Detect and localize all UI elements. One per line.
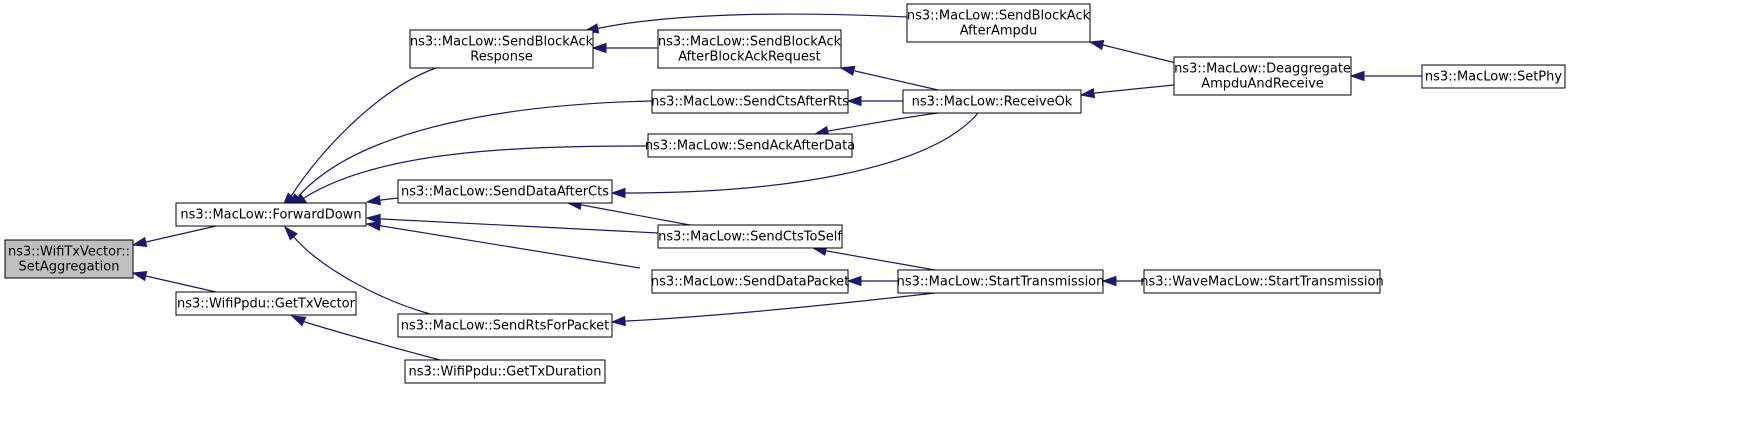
node-label: ns3::MacLow::StartTransmission bbox=[897, 275, 1105, 290]
node-label: AmpduAndReceive bbox=[1201, 77, 1324, 92]
node-label: ns3::MacLow::SendDataPacket bbox=[651, 275, 849, 290]
node-label: ns3::MacLow::SendBlockAck bbox=[658, 35, 842, 50]
node-label: ns3::MacLow::SendRtsForPacket bbox=[401, 319, 610, 334]
edge-n15-to-n12 bbox=[1102, 44, 1177, 64]
arrowhead bbox=[131, 270, 148, 282]
edge-n7-to-n1 bbox=[381, 218, 659, 234]
edge-n7-to-n6 bbox=[581, 204, 691, 226]
arrowhead bbox=[846, 95, 862, 107]
arrowhead bbox=[365, 220, 382, 231]
arrowhead bbox=[365, 194, 382, 206]
edge-n8-to-n1 bbox=[381, 225, 641, 269]
edge-n6-to-n1 bbox=[380, 197, 399, 201]
node-box[interactable] bbox=[651, 89, 849, 114]
arrowhead bbox=[610, 315, 626, 327]
node-maclow-sendackafterdata[interactable]: ns3::MacLow::SendAckAfterData bbox=[645, 133, 855, 158]
node-box[interactable] bbox=[657, 224, 843, 249]
arrowhead bbox=[1088, 39, 1105, 51]
node-box[interactable] bbox=[1173, 56, 1352, 96]
node-box[interactable] bbox=[175, 202, 367, 227]
node-maclow-receiveok[interactable]: ns3::MacLow::ReceiveOk bbox=[902, 89, 1082, 114]
node-box[interactable] bbox=[647, 133, 853, 158]
edge-n9-to-n1 bbox=[292, 235, 431, 315]
edge-n1-to-n0 bbox=[145, 225, 217, 243]
node-maclow-sendblockackafterblockackrequest[interactable]: ns3::MacLow::SendBlockAckAfterBlockAckRe… bbox=[657, 29, 842, 69]
node-label: ns3::MacLow::ForwardDown bbox=[180, 208, 361, 223]
node-label: ns3::MacLow::SendAckAfterData bbox=[645, 139, 855, 154]
edge-n14-to-n9 bbox=[626, 292, 936, 322]
node-maclow-senddatapacket[interactable]: ns3::MacLow::SendDataPacket bbox=[651, 269, 849, 294]
node-box[interactable] bbox=[906, 3, 1091, 43]
edge-n15-to-n13 bbox=[1094, 84, 1175, 94]
node-label: SetAggregation bbox=[19, 260, 120, 275]
node-box[interactable] bbox=[902, 89, 1082, 114]
arrowhead bbox=[365, 213, 381, 225]
node-maclow-setphy[interactable]: ns3::MacLow::SetPhy bbox=[1421, 64, 1566, 89]
arrowhead bbox=[591, 42, 607, 54]
node-label: ns3::MacLow::SendDataAfterCts bbox=[401, 185, 609, 200]
arrowhead bbox=[1349, 70, 1365, 82]
arrowhead bbox=[846, 275, 862, 287]
arrowhead bbox=[131, 236, 148, 248]
node-wifippdu-gettxvector[interactable]: ns3::WifiPpdu::GetTxVector bbox=[175, 291, 357, 316]
node-label: ns3::MacLow::SendCtsToSelf bbox=[658, 230, 842, 245]
edge-n12-to-n3 bbox=[599, 13, 908, 29]
node-maclow-sendctstoself[interactable]: ns3::MacLow::SendCtsToSelf bbox=[657, 224, 843, 249]
arrowhead bbox=[1079, 87, 1096, 99]
node-label: ns3::WifiTxVector:: bbox=[8, 245, 130, 260]
arrowhead bbox=[839, 65, 856, 76]
node-maclow-starttransmission[interactable]: ns3::MacLow::StartTransmission bbox=[897, 269, 1105, 294]
node-box[interactable] bbox=[409, 29, 594, 69]
node-wifitxvector-setaggregation: ns3::WifiTxVector::SetAggregation bbox=[4, 239, 134, 279]
edge-n13-to-n11 bbox=[854, 70, 939, 91]
node-label: AfterAmpdu bbox=[960, 24, 1038, 39]
node-label: AfterBlockAckRequest bbox=[678, 50, 821, 65]
edge-n4-to-n1 bbox=[296, 100, 653, 199]
edge-n13-to-n6 bbox=[626, 112, 979, 194]
node-maclow-forwarddown[interactable]: ns3::MacLow::ForwardDown bbox=[175, 202, 367, 227]
node-box[interactable] bbox=[1143, 269, 1381, 294]
edge-n3-to-n1 bbox=[289, 67, 437, 199]
node-box[interactable] bbox=[657, 29, 842, 69]
node-layer: ns3::WifiTxVector::SetAggregationns3::Ma… bbox=[4, 3, 1566, 384]
node-maclow-sendctsafterrts[interactable]: ns3::MacLow::SendCtsAfterRts bbox=[651, 89, 849, 114]
node-box[interactable] bbox=[404, 359, 606, 384]
node-label: ns3::MacLow::Deaggregate bbox=[1174, 62, 1351, 77]
node-label: ns3::MacLow::ReceiveOk bbox=[912, 95, 1073, 110]
node-box[interactable] bbox=[175, 291, 357, 316]
arrowhead bbox=[1101, 275, 1117, 287]
node-label: ns3::WifiPpdu::GetTxDuration bbox=[408, 365, 601, 380]
node-box[interactable] bbox=[1421, 64, 1566, 89]
arrowhead bbox=[290, 315, 307, 327]
node-wavemaclow-starttransmission[interactable]: ns3::WaveMacLow::StartTransmission bbox=[1140, 269, 1384, 294]
node-label: ns3::MacLow::SendCtsAfterRts bbox=[651, 95, 849, 110]
arrowhead bbox=[610, 187, 626, 199]
edge-n13-to-n5 bbox=[827, 112, 939, 132]
node-label: ns3::MacLow::SendBlockAck bbox=[410, 35, 594, 50]
node-box[interactable] bbox=[397, 313, 613, 338]
edge-n14-to-n7 bbox=[826, 250, 936, 271]
node-box[interactable] bbox=[897, 269, 1104, 294]
node-label: ns3::MacLow::SetPhy bbox=[1425, 70, 1562, 85]
node-box[interactable] bbox=[651, 269, 849, 294]
node-wifippdu-gettxduration[interactable]: ns3::WifiPpdu::GetTxDuration bbox=[404, 359, 606, 384]
node-label: ns3::MacLow::SendBlockAck bbox=[907, 9, 1091, 24]
edge-n5-to-n1 bbox=[303, 145, 649, 199]
node-maclow-senddataaftercts[interactable]: ns3::MacLow::SendDataAfterCts bbox=[397, 179, 613, 204]
node-box[interactable] bbox=[397, 179, 613, 204]
node-label: ns3::WifiPpdu::GetTxVector bbox=[177, 297, 356, 312]
arrowhead bbox=[283, 225, 298, 241]
edge-n10-to-n2 bbox=[304, 321, 441, 361]
edge-n2-to-n0 bbox=[145, 275, 217, 293]
node-label: Response bbox=[470, 50, 532, 65]
node-label: ns3::WaveMacLow::StartTransmission bbox=[1140, 275, 1383, 290]
node-maclow-sendrtsforpacket[interactable]: ns3::MacLow::SendRtsForPacket bbox=[397, 313, 613, 338]
node-box bbox=[4, 239, 134, 279]
